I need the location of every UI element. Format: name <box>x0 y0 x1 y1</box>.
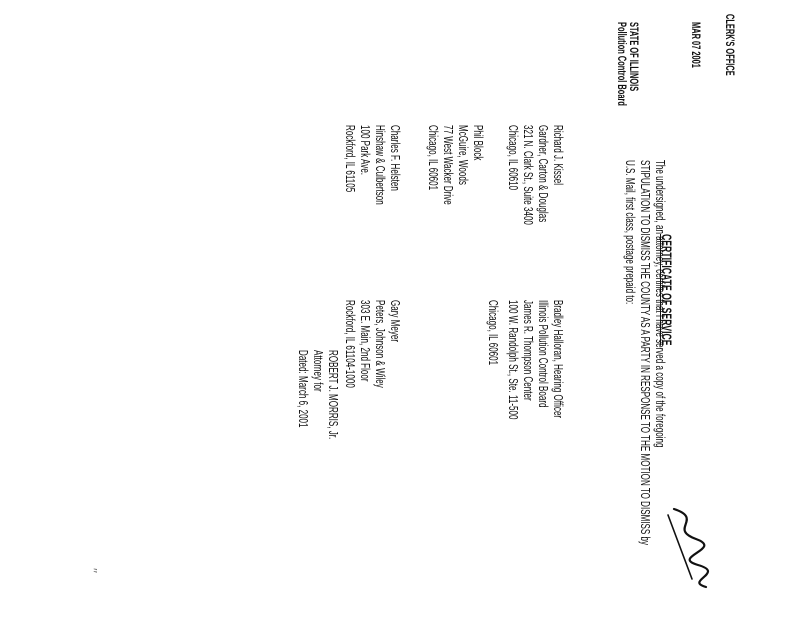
recipient-2-line-3: 77 West Wacker Drive <box>441 125 456 205</box>
recipient-2-line-2: McGuire, Woods <box>456 125 471 185</box>
recipient-2-line-4: Chicago, IL 60601 <box>426 125 441 191</box>
recipient-4-line-2: Illinois Pollution Control Board <box>536 300 551 408</box>
recipient-1-line-1: Richard J. Kissel <box>551 125 566 186</box>
recipient-1-line-2: Gardner, Carton & Douglas <box>536 125 551 223</box>
signature-date: Dated: March 6, 2001 <box>296 350 311 428</box>
certificate-body-line-2: STIPULATION TO DISMISS THE COUNTY AS A P… <box>638 160 653 546</box>
signature-name: ROBERT J. MORRIS, Jr. <box>326 350 341 440</box>
recipient-4-line-1: Bradley Halloran, Hearing Officer <box>551 300 566 419</box>
recipient-1-line-3: 321 N. Clark St., Suite 3400 <box>521 125 536 225</box>
stamp-date: MAR 07 2001 <box>689 22 703 68</box>
recipient-4-line-4: 100 W. Randolph St., Ste. 11-500 <box>506 300 521 420</box>
recipient-4-line-3: James R. Thompson Center <box>521 300 536 401</box>
recipient-3-line-3: 100 Park Ave. <box>358 125 373 176</box>
stamp-board: Pollution Control Board <box>615 22 629 106</box>
scan-smudge-mark: ′′ <box>85 568 100 573</box>
recipient-3-line-4: Rockford, IL 61105 <box>343 125 358 193</box>
stamp-state: STATE OF ILLINOIS <box>627 22 641 92</box>
signature-scribble-icon <box>667 507 710 589</box>
recipient-5-line-3: 303 E. Main, 2nd Floor <box>358 300 373 382</box>
recipient-5-line-4: Rockford, IL 61104-1000 <box>343 300 358 388</box>
certificate-body-line-1: The undersigned, an attorney, certifies … <box>653 160 668 448</box>
recipient-3-line-2: Hinshaw & Culbertson <box>373 125 388 205</box>
recipient-1-line-4: Chicago, IL 60610 <box>506 125 521 191</box>
stamp-office: CLERK'S OFFICE <box>723 14 737 76</box>
recipient-3-line-1: Charles F. Helsten <box>388 125 403 191</box>
signature-attorney: Attorney for <box>311 350 326 392</box>
certificate-body-line-3: U.S. Mail, first class, postage prepaid … <box>623 160 638 305</box>
recipient-2-line-1: Phil Block <box>471 125 486 161</box>
recipient-4-line-5: Chicago, IL 60601 <box>486 300 501 366</box>
recipient-5-line-1: Gary Meyer <box>388 300 403 343</box>
recipient-5-line-2: Peters, Johnson & Wiley <box>373 300 388 388</box>
